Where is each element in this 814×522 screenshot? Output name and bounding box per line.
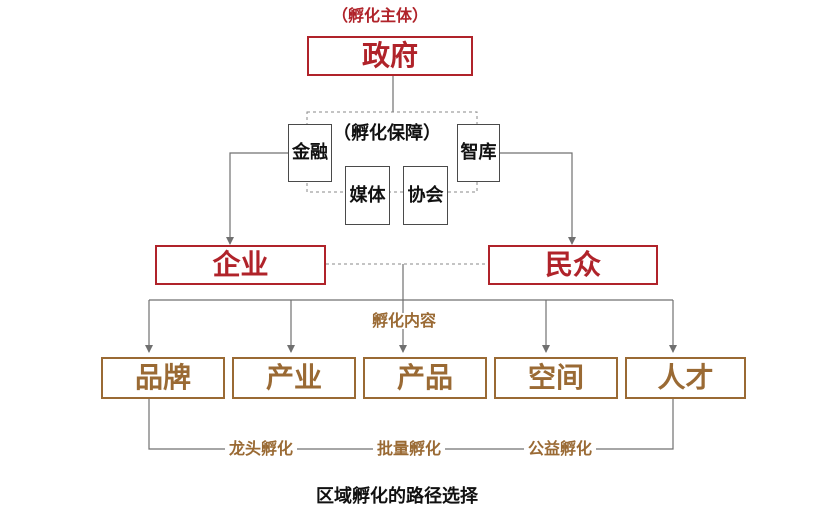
media-box: 媒体 — [345, 166, 390, 225]
brand-box: 品牌 — [101, 357, 225, 399]
public-label: 民众 — [544, 248, 601, 281]
space-label: 空间 — [527, 361, 584, 394]
mode-public-welfare: 公益孵化 — [524, 441, 597, 457]
talent-label: 人才 — [657, 361, 714, 394]
industry-box: 产业 — [232, 357, 356, 399]
media-label: 媒体 — [349, 184, 386, 206]
industry-label: 产业 — [265, 361, 322, 394]
association-label: 协会 — [407, 184, 444, 206]
guarantee-caption: （孵化保障） — [333, 123, 441, 144]
finance-label: 金融 — [292, 142, 328, 163]
content-caption: 孵化内容 — [370, 311, 439, 330]
mode-leader: 龙头孵化 — [225, 441, 298, 457]
product-label: 产品 — [396, 361, 453, 394]
think-tank-box: 智库 — [457, 124, 500, 182]
government-box: 政府 — [307, 36, 473, 76]
finance-box: 金融 — [288, 124, 332, 182]
arrow-finance-to-enterprise — [226, 152, 288, 245]
government-label: 政府 — [361, 39, 418, 72]
mode-batch: 批量孵化 — [373, 441, 446, 457]
talent-box: 人才 — [625, 357, 746, 399]
diagram-title: 区域孵化的路径选择 — [316, 486, 478, 507]
product-box: 产品 — [363, 357, 487, 399]
brand-label: 品牌 — [134, 361, 191, 394]
think-tank-label: 智库 — [460, 142, 497, 163]
space-box: 空间 — [494, 357, 618, 399]
public-box: 民众 — [488, 245, 658, 285]
enterprise-label: 企业 — [212, 248, 269, 281]
association-box: 协会 — [403, 166, 448, 225]
enterprise-box: 企业 — [155, 245, 326, 285]
arrow-thinktank-to-public — [500, 152, 576, 245]
subject-caption: （孵化主体） — [332, 6, 429, 25]
